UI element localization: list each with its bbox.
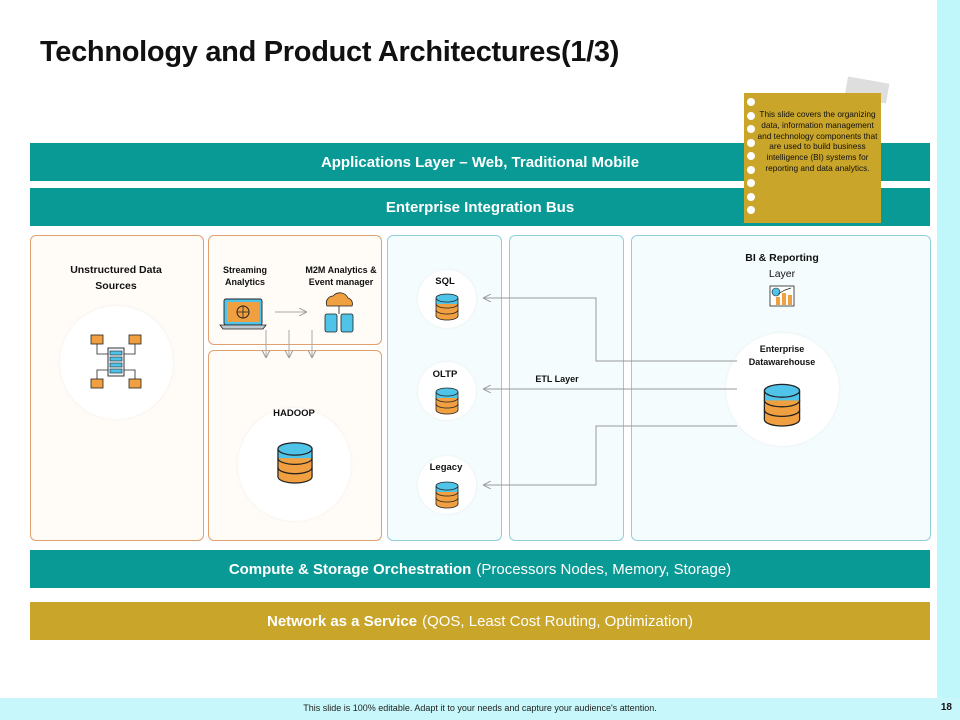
compute-detail-label: (Processors Nodes, Memory, Storage) — [476, 560, 732, 578]
footer-bar: This slide is 100% editable. Adapt it to… — [0, 698, 960, 720]
bi-subtitle: Layer — [768, 268, 796, 280]
page-title: Technology and Product Architectures(1/3… — [40, 36, 620, 68]
legacy-label: Legacy — [429, 462, 463, 473]
info-sticky-note: This slide covers the organizing data, i… — [744, 93, 881, 223]
m2m-label: M2M Analytics & Event manager — [305, 265, 377, 287]
sql-label: SQL — [435, 276, 455, 287]
network-hub-icon — [90, 334, 142, 389]
applications-layer-label: Applications Layer – Web, Traditional Mo… — [320, 153, 640, 171]
note-text: This slide covers the organizing data, i… — [757, 109, 878, 173]
etl-label: ETL Layer — [535, 374, 579, 384]
bi-title: BI & Reporting — [745, 252, 819, 264]
network-detail-label: (QOS, Least Cost Routing, Optimization) — [422, 612, 694, 630]
legacy-database-icon — [435, 481, 459, 509]
right-accent-strip — [937, 0, 960, 720]
unstructured-label: Unstructured Data Sources — [70, 264, 162, 292]
compute-band: Compute & Storage Orchestration (Process… — [30, 550, 930, 588]
hadoop-label: HADOOP — [273, 408, 315, 419]
etl-panel — [509, 235, 624, 541]
streaming-label: Streaming Analytics — [222, 265, 267, 287]
cloud-devices-icon — [324, 292, 354, 333]
network-bold-label: Network as a Service — [266, 612, 418, 630]
integration-bus-label: Enterprise Integration Bus — [385, 198, 575, 216]
compute-bold-label: Compute & Storage Orchestration — [228, 560, 472, 578]
oltp-label: OLTP — [432, 369, 458, 380]
network-band: Network as a Service (QOS, Least Cost Ro… — [30, 602, 930, 640]
note-binding-holes — [747, 98, 757, 220]
chart-report-icon — [769, 285, 795, 307]
laptop-analytics-icon — [219, 298, 267, 330]
warehouse-label: Enterprise Datawarehouse — [748, 344, 816, 367]
oltp-database-icon — [435, 387, 459, 415]
page-number: 18 — [940, 702, 952, 713]
warehouse-database-icon — [763, 383, 801, 427]
hadoop-database-icon — [277, 441, 313, 484]
sql-database-icon — [435, 293, 459, 321]
footer-text: This slide is 100% editable. Adapt it to… — [303, 703, 657, 713]
